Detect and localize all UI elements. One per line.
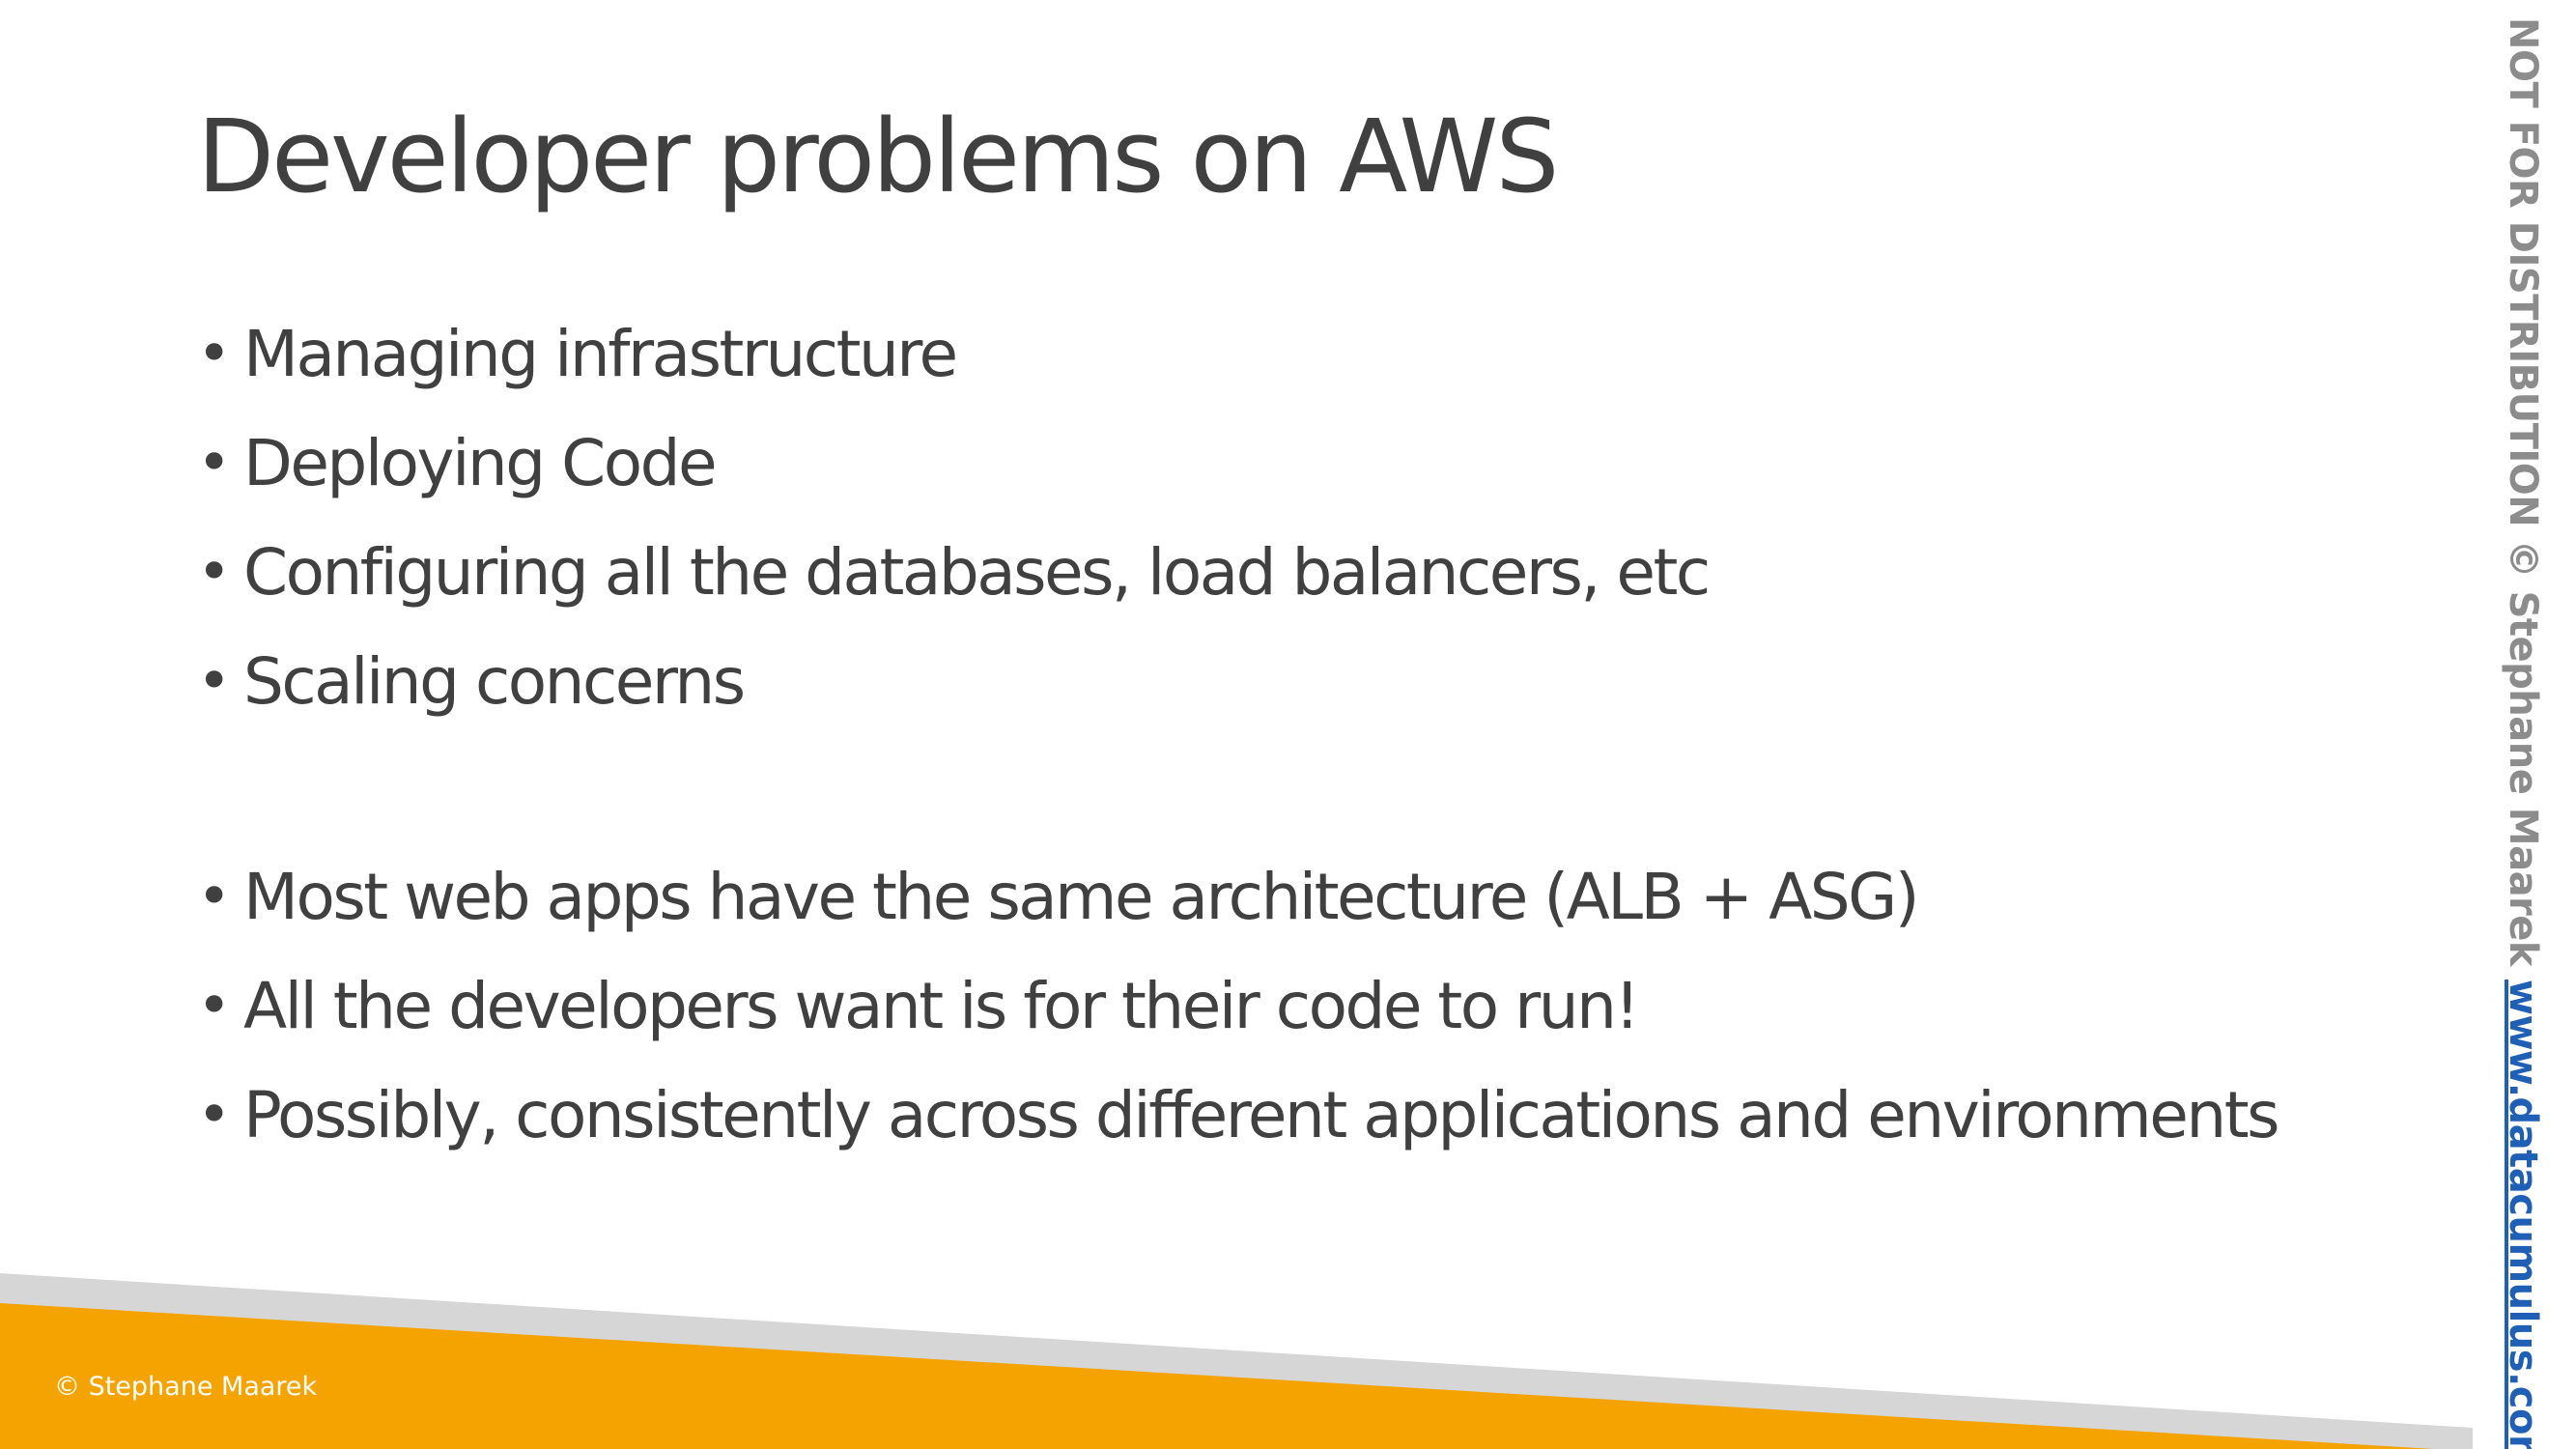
bullet-glyph: •	[197, 1081, 231, 1149]
slide-title: Developer problems on AWS	[197, 98, 1559, 215]
bullet-item: •Scaling concerns	[197, 627, 2278, 736]
bullet-glyph: •	[197, 538, 231, 606]
bullet-text: All the developers want is for their cod…	[243, 969, 1640, 1043]
bullet-glyph: •	[197, 429, 231, 497]
bullet-item: •All the developers want is for their co…	[197, 952, 2278, 1061]
bullet-glyph: •	[197, 320, 231, 387]
bullet-glyph: •	[197, 863, 231, 930]
bullet-item: •Possibly, consistently across different…	[197, 1061, 2279, 1170]
bullet-text: Scaling concerns	[243, 644, 746, 719]
footer-copyright: © Stephane Maarek	[54, 1372, 318, 1402]
bullet-item: •Deploying Code	[197, 409, 2278, 518]
bullet-text: Configuring all the databases, load bala…	[243, 535, 1711, 610]
footer-orange-band	[0, 1303, 2434, 1449]
bullet-item: •Configuring all the databases, load bal…	[197, 518, 2278, 627]
bullet-text: Managing infrastructure	[243, 317, 958, 391]
bullet-list: •Managing infrastructure •Deploying Code…	[197, 299, 2279, 1170]
bullet-glyph: •	[197, 972, 231, 1039]
bullet-item: •Most web apps have the same architectur…	[197, 842, 2278, 952]
bullet-text: Possibly, consistently across different …	[243, 1078, 2279, 1152]
bullet-item: •Managing infrastructure	[197, 299, 2278, 409]
bullet-glyph: •	[197, 647, 231, 715]
bullet-text: Most web apps have the same architecture…	[243, 860, 1920, 934]
bullet-text: Deploying Code	[243, 426, 718, 500]
